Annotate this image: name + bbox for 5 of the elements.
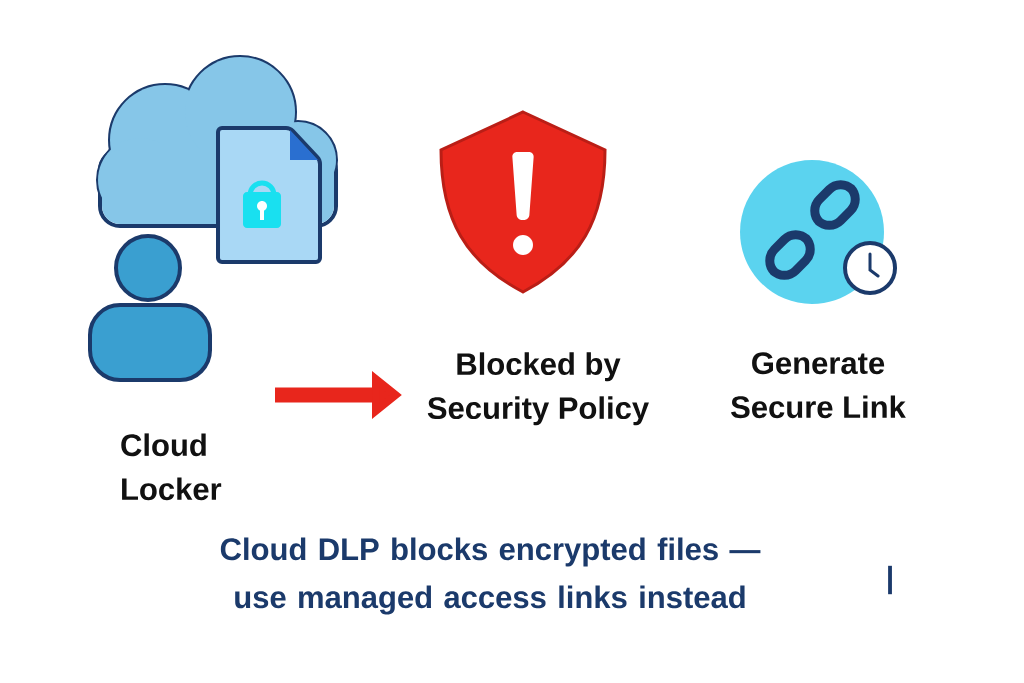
secure-link-label: Generate Secure Link xyxy=(731,352,906,419)
cloud-locker-label: Cloud Locker xyxy=(121,433,222,501)
text-cursor: | xyxy=(888,565,892,595)
caption: Cloud DLP blocks encrypted files — use managed access links instead xyxy=(220,537,761,615)
blocked-label: Blocked by Security Policy xyxy=(427,352,649,426)
